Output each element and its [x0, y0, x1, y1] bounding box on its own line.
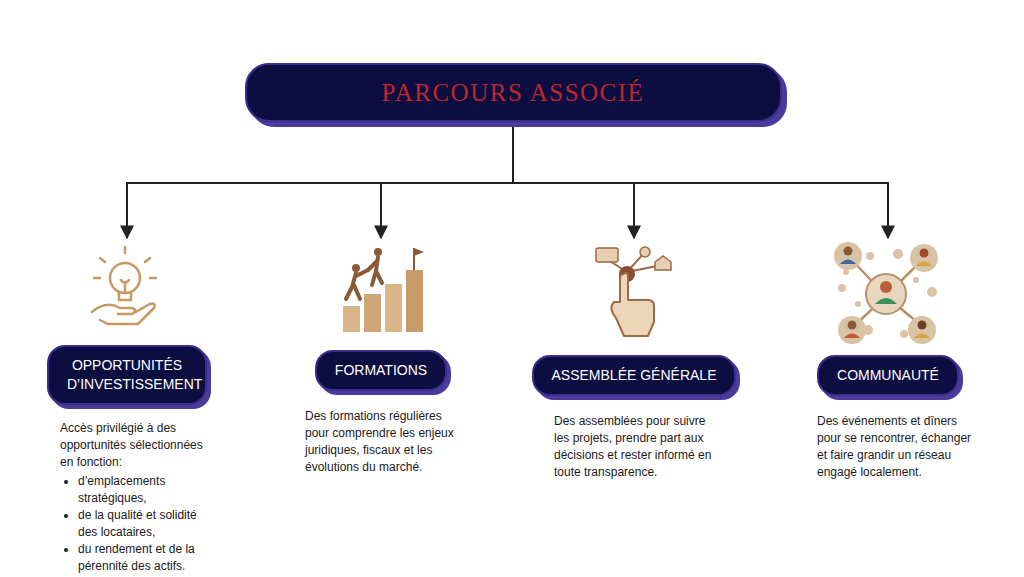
bullet-item: de la qualité et solidité des locataires…	[78, 507, 210, 541]
bullet-item: du rendement et de la pérennité des acti…	[78, 541, 210, 575]
connector-arrow	[127, 126, 513, 238]
description-text: Des événements et dîners pour se rencont…	[817, 413, 972, 481]
category-pill: OPPORTUNITÉS D’INVESTISSEMENT	[47, 345, 207, 405]
category-column: ASSEMBLÉE GÉNÉRALE Des assemblées pour su…	[524, 238, 744, 484]
description-text: Des formations régulières pour comprendr…	[305, 408, 455, 476]
description-text: Accès privilégié à des opportunités séle…	[60, 420, 210, 471]
connector-arrow	[381, 126, 513, 238]
description-text: Des assemblées pour suivre les projets, …	[554, 413, 719, 481]
category-column: COMMUNAUTÉ Des événements et dîners pour …	[778, 238, 998, 484]
bullet-list: d’emplacements stratégiques,de la qualit…	[60, 473, 210, 575]
bullet-item: d’emplacements stratégiques,	[78, 473, 210, 507]
idea-icon	[92, 247, 156, 324]
category-column: FORMATIONS Des formations régulières pour…	[271, 238, 491, 479]
category-column: OPPORTUNITÉS D’INVESTISSEMENT Accès privi…	[17, 238, 237, 577]
category-pill: COMMUNAUTÉ	[817, 355, 959, 396]
category-pill: FORMATIONS	[315, 350, 447, 391]
category-pill: ASSEMBLÉE GÉNÉRALE	[532, 355, 737, 396]
title-text: PARCOURS ASSOCIÉ	[382, 79, 645, 107]
title-box: PARCOURS ASSOCIÉ	[245, 63, 782, 122]
vote-icon	[596, 247, 671, 336]
community-icon	[834, 242, 938, 344]
growth-icon	[343, 248, 424, 332]
connector-arrow	[513, 126, 888, 238]
